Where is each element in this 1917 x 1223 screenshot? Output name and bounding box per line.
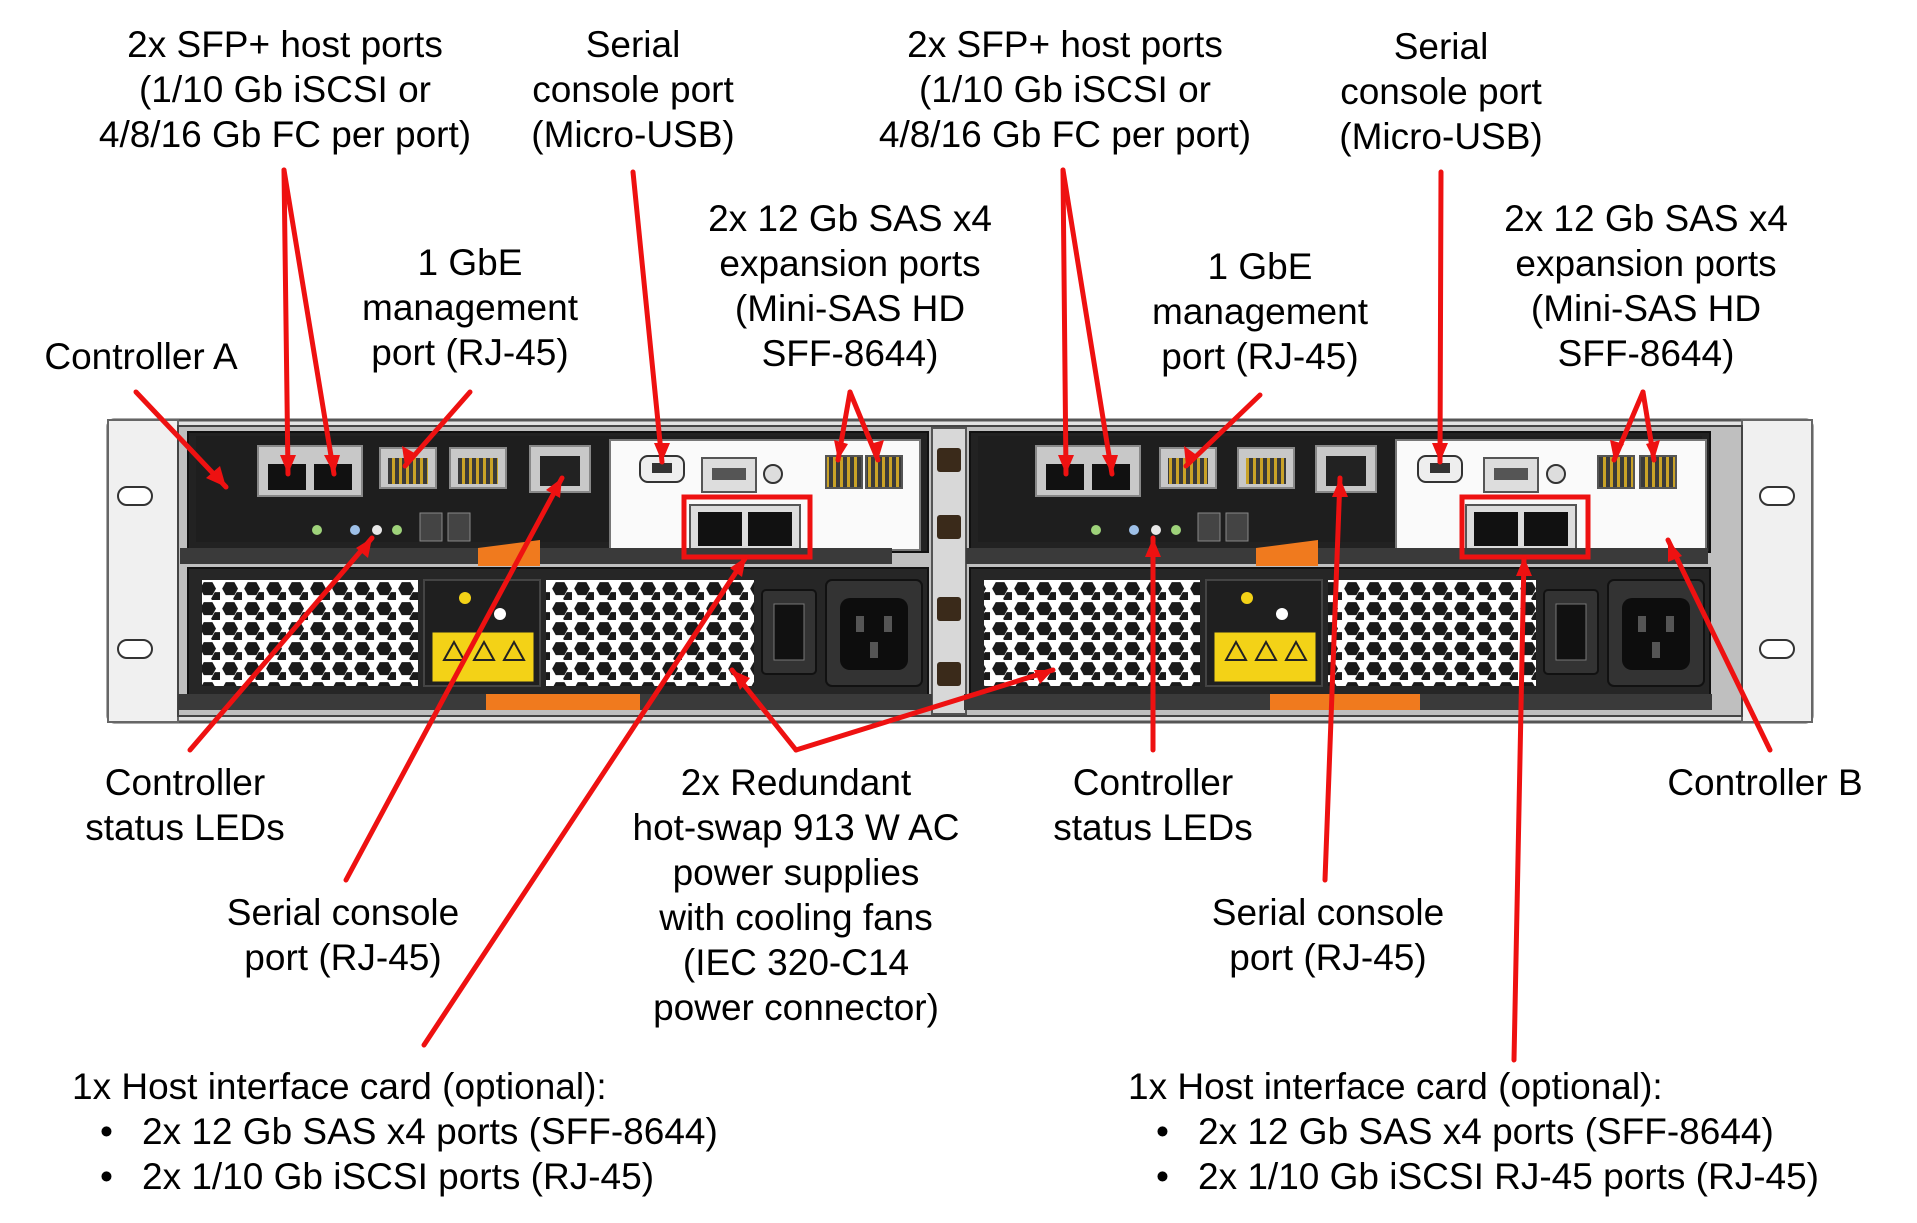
psu-latch[interactable]	[1270, 694, 1420, 710]
status-led	[392, 525, 402, 535]
power-switch[interactable]	[1555, 603, 1587, 661]
psu-led	[494, 608, 506, 620]
hic-b-title: 1x Host interface card (optional):	[1128, 1066, 1663, 1107]
rack-ear-slot	[117, 639, 153, 659]
psu-led	[1241, 592, 1253, 604]
psu-led	[1276, 608, 1288, 620]
release-latch[interactable]	[1256, 540, 1318, 566]
warning-triangle-icon	[1284, 639, 1308, 661]
warning-triangle-icon	[502, 639, 526, 661]
psu-latch[interactable]	[486, 694, 640, 710]
sas-expansion-port[interactable]	[865, 455, 903, 489]
hic-a-item: 2x 1/10 Gb iSCSI ports (RJ-45)	[100, 1154, 718, 1199]
status-led	[312, 525, 322, 535]
hic-b-list: 2x 12 Gb SAS x4 ports (SFF-8644) 2x 1/10…	[1128, 1109, 1819, 1199]
mgmt-port[interactable]	[1246, 458, 1286, 484]
indicator-psu-icon	[937, 662, 961, 686]
rack-ear-slot	[117, 486, 153, 506]
callout-lines	[133, 167, 1773, 1063]
hic-a-item: 2x 12 Gb SAS x4 ports (SFF-8644)	[100, 1109, 718, 1154]
warning-triangle-icon	[472, 639, 496, 661]
seven-segment-display	[419, 512, 443, 542]
label-host-interface-card-a: 1x Host interface card (optional): 2x 12…	[72, 1064, 718, 1199]
indicator-psu-icon	[937, 597, 961, 621]
sas-expansion-port[interactable]	[825, 455, 863, 489]
seven-segment-display	[1225, 512, 1249, 542]
hic-a-list: 2x 12 Gb SAS x4 ports (SFF-8644) 2x 1/10…	[72, 1109, 718, 1199]
rack-ear-slot	[1759, 486, 1795, 506]
status-led	[1129, 525, 1139, 535]
psu-led	[459, 592, 471, 604]
power-supply-b	[964, 567, 1712, 710]
power-supply-a	[178, 567, 932, 710]
mgmt-port[interactable]	[458, 458, 498, 484]
status-led	[1091, 525, 1101, 535]
center-divider	[931, 427, 967, 715]
label-host-interface-card-b: 1x Host interface card (optional): 2x 12…	[1128, 1064, 1819, 1199]
iec-power-connector[interactable]	[840, 598, 908, 670]
indicator-a-icon	[937, 448, 961, 472]
warning-label	[431, 631, 535, 683]
seven-segment-display	[447, 512, 471, 542]
serial-rj45-port[interactable]	[1326, 456, 1366, 486]
sas-expansion-port[interactable]	[1639, 455, 1677, 489]
status-led	[1151, 525, 1161, 535]
hic-port[interactable]	[698, 512, 742, 546]
controller-a-module	[180, 431, 929, 566]
status-led	[350, 525, 360, 535]
iec-power-connector[interactable]	[1622, 598, 1690, 670]
callout-arrowheads	[206, 440, 1682, 690]
hic-port[interactable]	[1474, 512, 1518, 546]
warning-triangle-icon	[442, 639, 466, 661]
indicator-b-icon	[937, 515, 961, 539]
fan-grille	[202, 580, 418, 686]
hic-a-title: 1x Host interface card (optional):	[72, 1066, 607, 1107]
power-switch[interactable]	[773, 603, 805, 661]
hic-port[interactable]	[748, 512, 792, 546]
label-controller-a: Controller A	[44, 336, 238, 377]
hic-b-item: 2x 1/10 Gb iSCSI RJ-45 ports (RJ-45)	[1156, 1154, 1819, 1199]
hic-port[interactable]	[1524, 512, 1568, 546]
warning-triangle-icon	[1254, 639, 1278, 661]
label-controller-b: Controller B	[1667, 762, 1863, 803]
fan-grille	[1328, 580, 1536, 686]
seven-segment-display	[1197, 512, 1221, 542]
hic-b-item: 2x 12 Gb SAS x4 ports (SFF-8644)	[1156, 1109, 1819, 1154]
status-led	[372, 525, 382, 535]
fan-grille	[984, 580, 1200, 686]
warning-label	[1213, 631, 1317, 683]
warning-triangle-icon	[1224, 639, 1248, 661]
rack-ear-slot	[1759, 639, 1795, 659]
status-led	[1171, 525, 1181, 535]
